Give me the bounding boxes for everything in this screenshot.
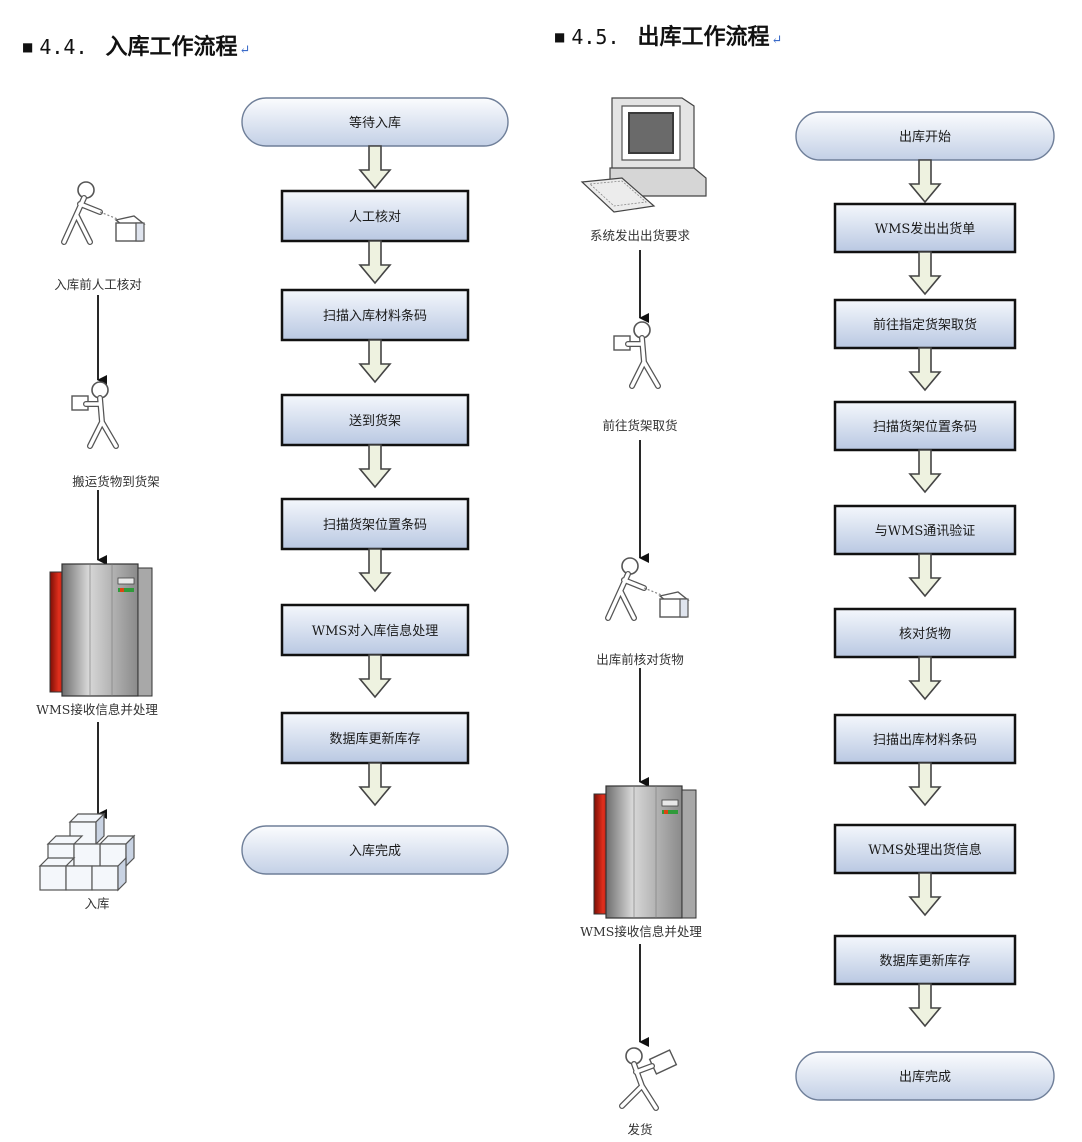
worker-checking-icon: [608, 558, 688, 618]
server-icon: [593, 785, 697, 919]
outbound-icon-flow: 系统发出出货要求 前往货架取货 出库前核对货物 WMS接收信息并处理 发货: [580, 97, 707, 1137]
bullet-icon: ■: [22, 40, 34, 54]
outbound-end-label: 出库完成: [899, 1069, 951, 1085]
flow-arrow: [909, 983, 941, 1027]
outbound-icon-label-3: WMS接收信息并处理: [580, 924, 702, 939]
inbound-icon-label-0: 入库前人工核对: [54, 277, 142, 292]
inbound-icon-label-1: 搬运货物到货架: [72, 474, 160, 489]
flow-arrow: [359, 762, 391, 806]
inbound-heading-number: 4.4.: [39, 35, 88, 59]
outbound-step-label-5: 扫描出库材料条码: [873, 732, 977, 748]
outbound-icon-label-2: 出库前核对货物: [596, 652, 684, 667]
outbound-step-label-3: 与WMS通讯验证: [875, 523, 976, 539]
flow-arrow: [359, 339, 391, 383]
outbound-step-label-2: 扫描货架位置条码: [873, 419, 977, 435]
outbound-end-terminal: [795, 1051, 1055, 1101]
inbound-step-label-1: 扫描入库材料条码: [323, 308, 427, 324]
stacked-boxes-icon: [39, 813, 135, 891]
worker-carrying-icon: [72, 382, 116, 446]
outbound-step-label-7: 数据库更新库存: [879, 953, 970, 969]
outbound-heading-number: 4.5.: [571, 25, 620, 49]
inbound-step-label-3: 扫描货架位置条码: [323, 517, 427, 533]
outbound-step-label-6: WMS处理出货信息: [868, 842, 982, 858]
inbound-step-label-5: 数据库更新库存: [329, 731, 420, 747]
flow-arrow: [359, 145, 391, 189]
computer-icon: [581, 97, 707, 213]
outbound-step-label-1: 前往指定货架取货: [873, 317, 977, 333]
server-icon: [49, 563, 153, 697]
outbound-icon-label-4: 发货: [627, 1122, 652, 1137]
inbound-end-label: 入库完成: [349, 843, 401, 859]
flow-arrow: [909, 553, 941, 597]
flow-arrow: [359, 240, 391, 284]
outbound-heading-title: 出库工作流程: [637, 24, 770, 50]
outbound-flowchart: 出库开始 WMS发出出货单 前往指定货架取货 扫描货架位置条码 与WMS通讯验证…: [795, 111, 1055, 1101]
inbound-icon-flow: 入库前人工核对 搬运货物到货架 WMS接收信息并处理 入库: [36, 182, 160, 911]
outbound-step-label-4: 核对货物: [899, 626, 951, 642]
outbound-step-box: [833, 823, 1017, 875]
outbound-heading: ■ 4.5. 出库工作流程↵: [554, 24, 782, 54]
inbound-start-label: 等待入库: [349, 115, 401, 131]
worker-checking-icon: [64, 182, 144, 242]
outbound-start-label: 出库开始: [899, 129, 951, 145]
flow-arrow: [909, 449, 941, 493]
flow-arrow: [909, 762, 941, 806]
flow-arrow: [359, 548, 391, 592]
flow-arrow: [359, 654, 391, 698]
outbound-step-label-0: WMS发出出货单: [875, 221, 976, 237]
worker-shipping-icon: [622, 1048, 676, 1108]
flow-arrow: [909, 872, 941, 916]
inbound-step-box: [280, 393, 470, 447]
inbound-step-box: [280, 288, 470, 342]
flow-arrow: [909, 251, 941, 295]
flow-arrow: [909, 347, 941, 391]
inbound-end-terminal: [241, 825, 509, 875]
bullet-icon: ■: [554, 30, 566, 44]
worker-carrying-icon: [614, 322, 658, 386]
flow-arrow: [909, 159, 941, 203]
outbound-icon-label-0: 系统发出出货要求: [590, 228, 691, 243]
flow-arrow: [909, 656, 941, 700]
inbound-flowchart: 等待入库 人工核对 扫描入库材料条码 送到货架 扫描货架位置条码 WMS对入库信…: [241, 97, 509, 875]
inbound-heading: ■ 4.4. 入库工作流程↵: [22, 34, 250, 64]
inbound-heading-title: 入库工作流程: [105, 34, 238, 60]
outbound-step-box: [833, 298, 1017, 350]
inbound-icon-label-3: 入库: [84, 896, 109, 911]
inbound-step-label-0: 人工核对: [349, 210, 401, 225]
outbound-icon-label-1: 前往货架取货: [602, 418, 677, 433]
outbound-step-box: [833, 713, 1017, 765]
flow-arrow: [359, 444, 391, 488]
inbound-step-label-2: 送到货架: [349, 413, 401, 429]
inbound-step-label-4: WMS对入库信息处理: [312, 623, 439, 639]
inbound-step-box: [280, 189, 470, 243]
return-mark-icon: ↵: [239, 43, 251, 58]
inbound-icon-label-2: WMS接收信息并处理: [36, 702, 158, 717]
return-mark-icon: ↵: [771, 33, 783, 48]
